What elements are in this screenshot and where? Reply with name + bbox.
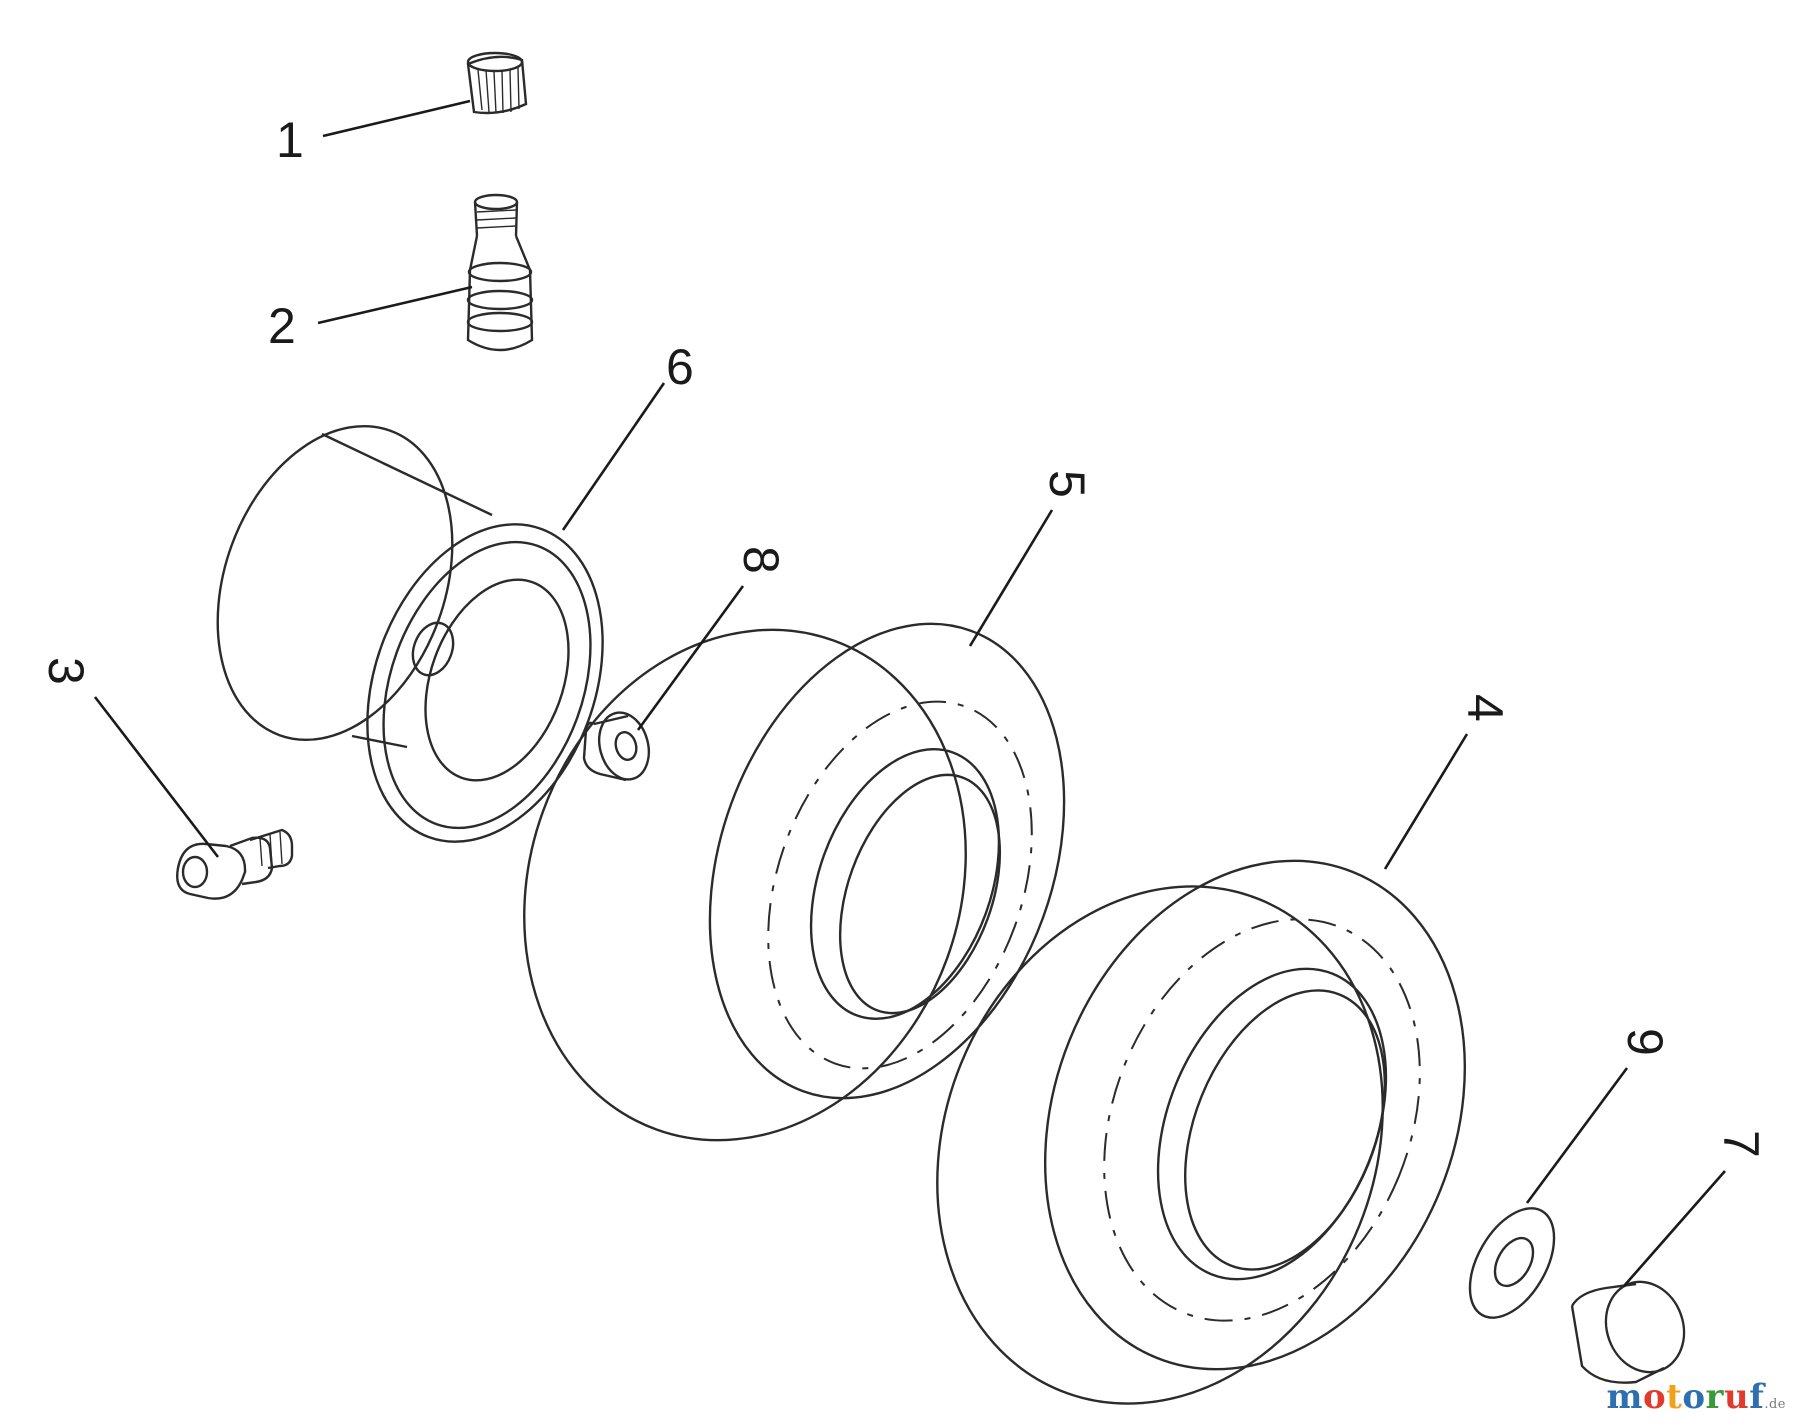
- callout-4: 4: [1457, 694, 1513, 722]
- leader-line-6: [561, 382, 666, 531]
- watermark-letter: t: [1666, 1377, 1683, 1417]
- leader-line-9: [1525, 1067, 1629, 1204]
- callout-numbers: 1 2 3 4 5 6 7 8 9: [38, 112, 1769, 1158]
- valve-cap-part: [466, 51, 528, 115]
- motoruf-watermark-logo: motoruf.de: [1606, 1377, 1786, 1417]
- callout-6: 6: [666, 339, 694, 395]
- callout-9: 9: [1617, 1028, 1673, 1056]
- watermark-domain: .de: [1764, 1397, 1786, 1412]
- tire-part-5: [523, 622, 1066, 1142]
- end-cap-part: [1570, 1280, 1686, 1384]
- leader-line-5: [968, 509, 1054, 647]
- leader-line-7: [1623, 1170, 1726, 1287]
- leader-line-2: [317, 285, 473, 325]
- callout-8: 8: [733, 546, 789, 574]
- callout-1: 1: [276, 112, 304, 168]
- leader-lines: [93, 99, 1726, 1287]
- watermark-letter: o: [1682, 1377, 1706, 1417]
- leader-line-1: [322, 99, 471, 138]
- leader-line-8: [636, 585, 745, 731]
- lube-fitting-part: [176, 828, 294, 900]
- callout-2: 2: [268, 298, 296, 354]
- watermark-letter: m: [1606, 1377, 1643, 1417]
- callout-3: 3: [38, 657, 94, 685]
- valve-stem-part: [466, 193, 534, 352]
- leader-line-4: [1383, 733, 1469, 870]
- tire-part-4: [936, 859, 1467, 1405]
- watermark-letter: u: [1723, 1377, 1750, 1417]
- wheel-rim-part: [216, 424, 604, 843]
- bushing-part: [582, 711, 650, 782]
- watermark-letter: o: [1642, 1377, 1667, 1417]
- watermark-letter: r: [1705, 1377, 1724, 1417]
- washer-part: [1468, 1207, 1556, 1319]
- callout-7: 7: [1713, 1130, 1769, 1158]
- leader-line-3: [93, 696, 220, 858]
- watermark-letter: f: [1749, 1377, 1765, 1417]
- callout-5: 5: [1039, 470, 1095, 498]
